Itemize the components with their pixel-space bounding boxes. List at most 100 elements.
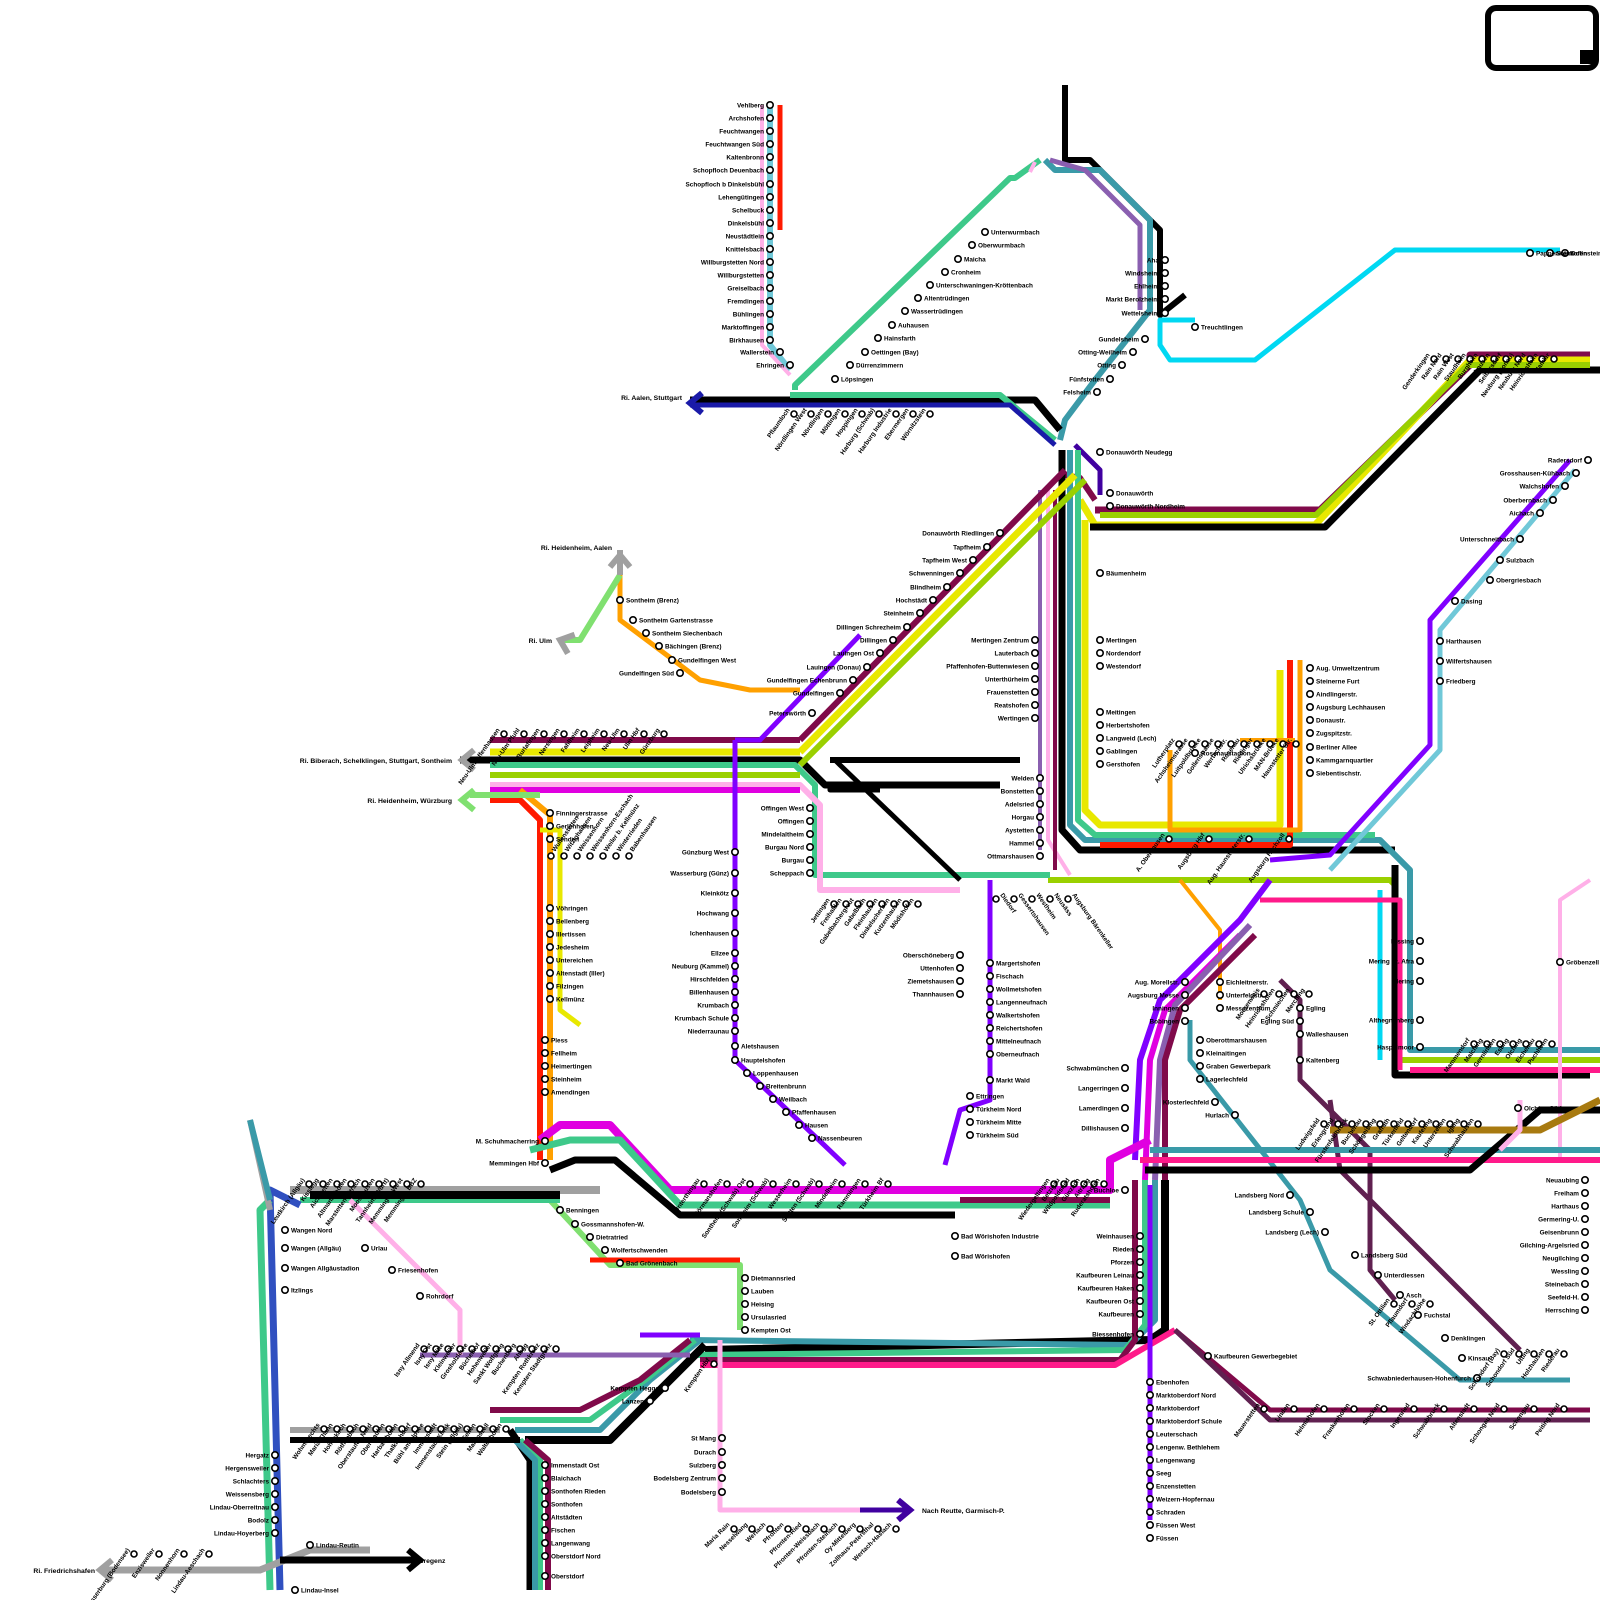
station-dillingen_schretz[interactable] [904,624,910,630]
station-bellenberg[interactable] [547,918,553,924]
station-olching_sued[interactable] [1515,1105,1521,1111]
station-sulzbach[interactable] [1497,557,1503,563]
station-neugilching[interactable] [1582,1255,1588,1261]
station-krumbach[interactable] [732,1002,738,1008]
station-rot-33[interactable] [181,1551,187,1557]
station-wettelsheim[interactable] [1162,310,1168,316]
station-rot-31[interactable] [131,1551,137,1557]
station-rot-162[interactable] [1246,836,1252,842]
station-tapfheim_west[interactable] [970,557,976,563]
station-unterschwaningen[interactable] [927,282,933,288]
station-buchloe[interactable] [1122,1187,1128,1193]
station-peterswoerth[interactable] [809,710,815,716]
station-seeg[interactable] [1147,1470,1153,1476]
station-rot-164[interactable] [548,853,554,859]
station-harthausen[interactable] [1437,638,1443,644]
station-tuerkheim_sued[interactable] [967,1132,973,1138]
station-rot-79[interactable] [885,1181,891,1187]
station-rohrdorf[interactable] [417,1293,423,1299]
station-ottmarshausen[interactable] [1037,853,1043,859]
station-augsburg_messe[interactable] [1182,992,1188,998]
station-krumbach_schule[interactable] [732,1015,738,1021]
station-benningen[interactable] [557,1207,563,1213]
station-neuaubing[interactable] [1582,1177,1588,1183]
station-tuerkheim_nord[interactable] [967,1106,973,1112]
station-uttenhofen[interactable] [957,965,963,971]
station-voehringen[interactable] [547,905,553,911]
station-walleshausen[interactable] [1297,1031,1303,1037]
station-hochwang[interactable] [732,910,738,916]
station-meitingen[interactable] [1097,709,1103,715]
station-gundelfingen[interactable] [837,690,843,696]
station-gersthofen[interactable] [1097,761,1103,767]
station-marktoffingen[interactable] [767,324,773,330]
station-burgau[interactable] [807,857,813,863]
station-biessenhofen[interactable] [1137,1331,1143,1337]
station-wangen[interactable] [282,1245,288,1251]
station-aichach[interactable] [1537,510,1543,516]
station-kempten_hegge[interactable] [662,1385,668,1391]
station-groebenzell[interactable] [1557,959,1563,965]
station-lauingen_ost[interactable] [877,650,883,656]
station-rot-4[interactable] [581,731,587,737]
station-hochstaedt[interactable] [930,597,936,603]
station-rot-71[interactable] [701,1181,707,1187]
station-fuessen_west[interactable] [1147,1522,1153,1528]
station-rot-170[interactable] [626,853,632,859]
station-rot-132[interactable] [1531,1406,1537,1412]
station-rot-28[interactable] [1029,896,1035,902]
station-pfaffenhofen_butt[interactable] [1032,663,1038,669]
station-itzlings[interactable] [282,1287,288,1293]
station-rot-26[interactable] [993,896,999,902]
station-kaufbeuren_haken[interactable] [1137,1285,1143,1291]
station-jedesheim[interactable] [547,944,553,950]
station-heimertingen[interactable] [542,1063,548,1069]
station-steinheim2[interactable] [542,1076,548,1082]
station-bad_woerishofen[interactable] [952,1253,958,1259]
station-wassertruedingen[interactable] [902,308,908,314]
station-filzingen[interactable] [547,983,553,989]
station-gundelfingen_west[interactable] [669,657,675,663]
station-ehlheim[interactable] [1162,283,1168,289]
station-graben[interactable] [1197,1063,1203,1069]
station-unterdiessen[interactable] [1375,1272,1381,1278]
station-donauwoerth[interactable] [1107,490,1113,496]
station-ursulasried[interactable] [742,1314,748,1320]
station-friedberg[interactable] [1437,678,1443,684]
station-rot-131[interactable] [1501,1406,1507,1412]
station-herbertshofen[interactable] [1097,722,1103,728]
station-eichleitnerstr[interactable] [1217,979,1223,985]
station-rot-1[interactable] [521,731,527,737]
station-markt_wald[interactable] [987,1077,993,1083]
station-offingen[interactable] [807,818,813,824]
station-asch[interactable] [1397,1292,1403,1298]
station-hurlach[interactable] [1232,1112,1238,1118]
station-rot-73[interactable] [747,1181,753,1187]
station-reatshofen[interactable] [1032,702,1038,708]
station-lindau_oberreitnau[interactable] [272,1504,278,1510]
station-obergriesbach[interactable] [1487,577,1493,583]
station-otting[interactable] [1130,349,1136,355]
station-tapfheim[interactable] [984,544,990,550]
station-rot-96[interactable] [711,1361,717,1367]
station-seefeld[interactable] [1582,1294,1588,1300]
station-feuchtwangen[interactable] [767,128,773,134]
station-wasserburg_guenz[interactable] [732,870,738,876]
station-lindau_reutin[interactable] [307,1542,313,1548]
station-illertissen[interactable] [547,931,553,937]
station-lindau_hoyerberg[interactable] [272,1530,278,1536]
station-bad_groenenbach[interactable] [617,1260,623,1266]
station-rot-130[interactable] [1471,1406,1477,1412]
station-rot-122[interactable] [1427,1301,1433,1307]
station-kaufbeuren[interactable] [1137,1311,1143,1317]
station-bad_woerishofen_ind[interactable] [952,1233,958,1239]
station-rot-168[interactable] [600,853,606,859]
station-rot-75[interactable] [793,1181,799,1187]
station-lagerlechfeld[interactable] [1197,1076,1203,1082]
station-thannhausen[interactable] [957,991,963,997]
station-rot-169[interactable] [613,853,619,859]
station-fuenfstetten[interactable] [1107,376,1113,382]
station-donauwoerth_neudegg[interactable] [1097,449,1103,455]
station-rot-160[interactable] [1166,836,1172,842]
station-aug_morellstr[interactable] [1182,979,1188,985]
